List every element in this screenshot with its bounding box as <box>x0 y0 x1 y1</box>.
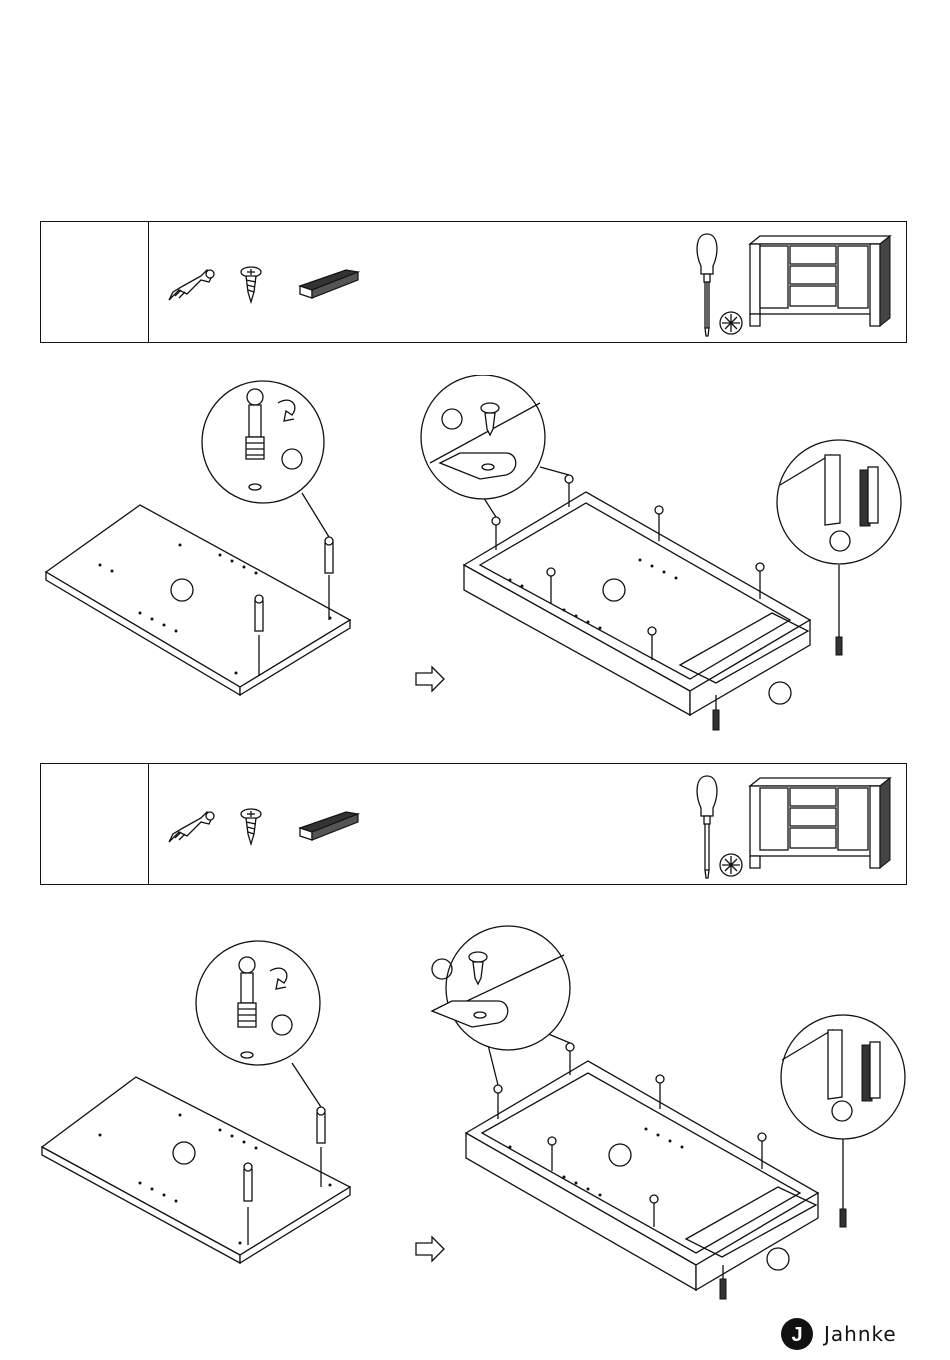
step-1-parts-box <box>40 221 907 343</box>
logo-mark: J <box>791 1324 802 1346</box>
step-1-illustration <box>40 375 910 745</box>
glide-pad-icon <box>840 1135 846 1227</box>
step-1-number <box>41 222 149 342</box>
brand-logo: J Jahnke <box>780 1317 897 1351</box>
next-arrow-icon <box>416 1237 444 1261</box>
bottom-panel-drawing <box>42 1063 350 1263</box>
screw-detail <box>421 375 545 499</box>
tools <box>691 228 751 340</box>
glide-pad-icon <box>300 270 358 298</box>
parts-list <box>161 792 421 852</box>
bottom-panel-drawing <box>46 493 350 695</box>
sideboard-thumbnail <box>746 774 896 874</box>
cam-bolt-icon <box>169 270 214 300</box>
cam-bolt-icon <box>169 812 214 842</box>
sideboard-thumbnail <box>746 232 896 332</box>
glide-pad-detail <box>777 440 901 564</box>
screwdriver-icon <box>697 234 717 336</box>
glide-pad-icon <box>836 565 842 655</box>
pozidriv-bit-icon <box>720 854 742 876</box>
step-2-number <box>41 764 149 884</box>
cam-bolt-detail <box>202 381 324 503</box>
pozidriv-bit-icon <box>720 312 742 334</box>
next-arrow-icon <box>416 667 444 691</box>
screw-detail <box>432 926 570 1050</box>
cam-bolt-detail <box>196 941 320 1065</box>
step-2-illustration <box>40 925 910 1305</box>
parts-list <box>161 250 421 310</box>
brand-name: Jahnke <box>824 1322 897 1346</box>
glide-pad-icon <box>300 812 358 840</box>
jahnke-logo-icon: J <box>780 1317 814 1351</box>
glide-pad-detail <box>781 1015 905 1139</box>
screw-icon <box>241 809 261 844</box>
screw-icon <box>241 267 261 302</box>
step-2-parts-box <box>40 763 907 885</box>
screwdriver-icon <box>697 776 717 878</box>
tools <box>691 770 751 882</box>
